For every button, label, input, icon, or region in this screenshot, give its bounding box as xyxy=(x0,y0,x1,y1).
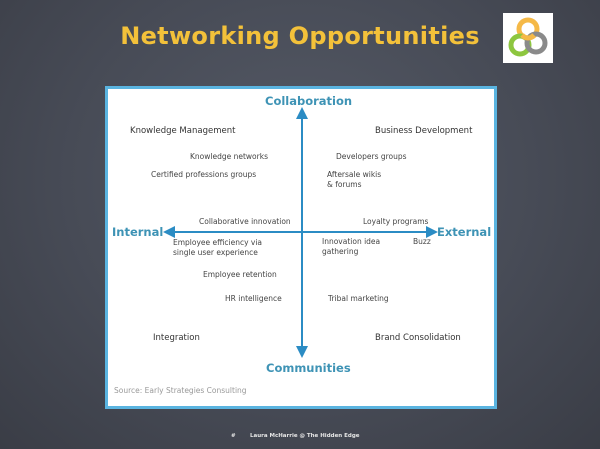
axis-label-external: External xyxy=(437,225,492,239)
quadrant-title-integration: Integration xyxy=(153,333,200,343)
item-tribal-marketing: Tribal marketing xyxy=(328,294,389,303)
slide-title: Networking Opportunities xyxy=(120,22,480,50)
item-buzz: Buzz xyxy=(413,237,431,246)
page-number: # xyxy=(231,433,236,439)
item-certified-professions-groups: Certified professions groups xyxy=(151,170,257,179)
item-employee-retention: Employee retention xyxy=(203,270,277,279)
logo xyxy=(503,13,553,63)
quadrant-title-knowledge-management: Knowledge Management xyxy=(130,126,236,136)
interlocking-rings-logo-icon xyxy=(508,17,548,57)
quadrant-title-business-development: Business Development xyxy=(375,126,473,136)
footer-credit: Laura McHarrie @ The Hidden Edge xyxy=(250,433,360,439)
item-innovation-idea-gathering: Innovation idea gathering xyxy=(322,237,381,256)
item-loyalty-programs: Loyalty programs xyxy=(363,217,429,226)
axis-label-collaboration: Collaboration xyxy=(265,94,353,108)
item-collaborative-innovation: Collaborative innovation xyxy=(199,217,291,226)
item-knowledge-networks: Knowledge networks xyxy=(190,152,268,161)
quadrant-title-brand-consolidation: Brand Consolidation xyxy=(375,333,461,343)
axis-label-internal: Internal xyxy=(112,225,164,239)
item-hr-intelligence: HR intelligence xyxy=(225,294,282,303)
item-employee-efficiency: Employee efficiency via single user expe… xyxy=(173,238,263,257)
source-credit: Source: Early Strategies Consulting xyxy=(114,386,247,395)
item-aftersale-wikis: Aftersale wikis & forums xyxy=(327,170,382,189)
item-developers-groups: Developers groups xyxy=(336,152,407,161)
axis-label-communities: Communities xyxy=(266,361,351,375)
